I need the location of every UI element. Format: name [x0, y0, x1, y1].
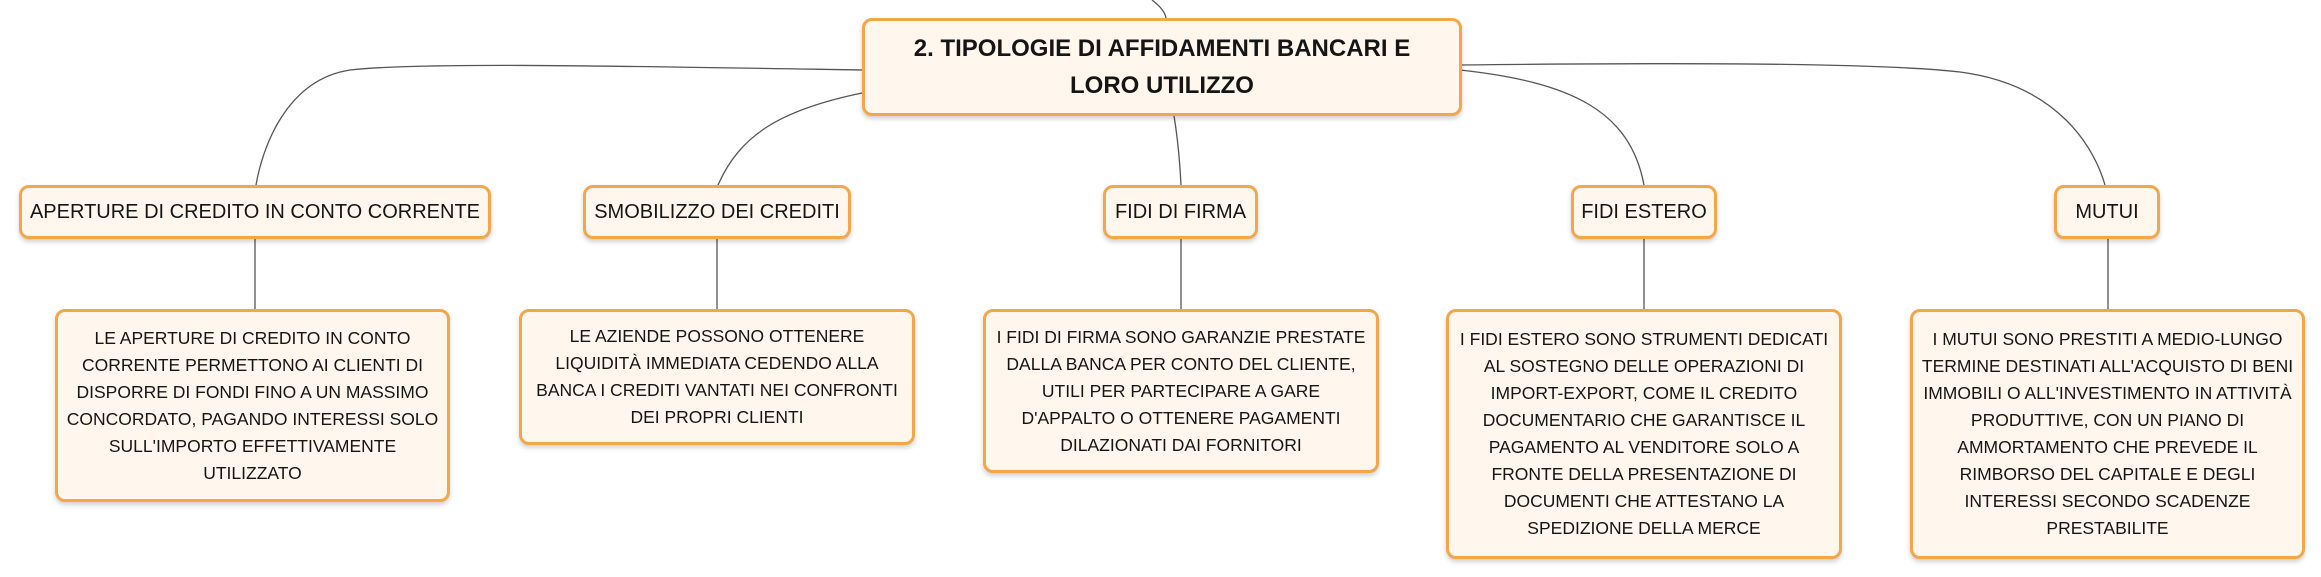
root-title: 2. TIPOLOGIE DI AFFIDAMENTI BANCARI E LO… [913, 35, 1411, 99]
description-text: LE APERTURE DI CREDITO IN CONTO CORRENTE… [66, 327, 439, 483]
description-text: LE AZIENDE POSSONO OTTENERE LIQUIDITÀ IM… [536, 326, 898, 427]
description-text: I FIDI ESTERO SONO STRUMENTI DEDICATI AL… [1459, 329, 1829, 538]
description-node-fidi-estero[interactable]: I FIDI ESTERO SONO STRUMENTI DEDICATI AL… [1446, 309, 1842, 559]
connector-root-to-branch-5 [1459, 63, 2106, 186]
branch-node-smobilizzo-crediti[interactable]: SMOBILIZZO DEI CREDITI [583, 185, 851, 239]
branch-label: APERTURE DI CREDITO IN CONTO CORRENTE [29, 200, 481, 223]
description-node-aperture-credito[interactable]: LE APERTURE DI CREDITO IN CONTO CORRENTE… [55, 309, 450, 502]
branch-node-mutui[interactable]: MUTUI [2054, 185, 2160, 239]
connector-root-to-branch-4 [1459, 69, 1645, 186]
connector-root-to-branch-1 [255, 64, 863, 186]
description-text: I FIDI DI FIRMA SONO GARANZIE PRESTATE D… [996, 326, 1366, 455]
connector-root-to-branch-3 [1173, 115, 1182, 186]
description-node-mutui[interactable]: I MUTUI SONO PRESTITI A MEDIO-LUNGO TERM… [1910, 309, 2305, 559]
connector-root-top [1151, 0, 1167, 19]
branch-node-fidi-estero[interactable]: FIDI ESTERO [1571, 185, 1717, 239]
description-node-smobilizzo-crediti[interactable]: LE AZIENDE POSSONO OTTENERE LIQUIDITÀ IM… [519, 309, 915, 445]
branch-label: FIDI DI FIRMA [1114, 200, 1247, 223]
branch-node-aperture-credito[interactable]: APERTURE DI CREDITO IN CONTO CORRENTE [19, 185, 491, 239]
branch-label: SMOBILIZZO DEI CREDITI [594, 200, 840, 223]
branch-label: FIDI ESTERO [1581, 200, 1707, 223]
branch-label: MUTUI [2075, 200, 2139, 223]
description-node-fidi-firma[interactable]: I FIDI DI FIRMA SONO GARANZIE PRESTATE D… [983, 309, 1379, 473]
root-node[interactable]: 2. TIPOLOGIE DI AFFIDAMENTI BANCARI E LO… [862, 18, 1462, 116]
connector-root-to-branch-2 [717, 92, 863, 186]
branch-node-fidi-firma[interactable]: FIDI DI FIRMA [1103, 185, 1258, 239]
description-text: I MUTUI SONO PRESTITI A MEDIO-LUNGO TERM… [1921, 329, 2294, 538]
